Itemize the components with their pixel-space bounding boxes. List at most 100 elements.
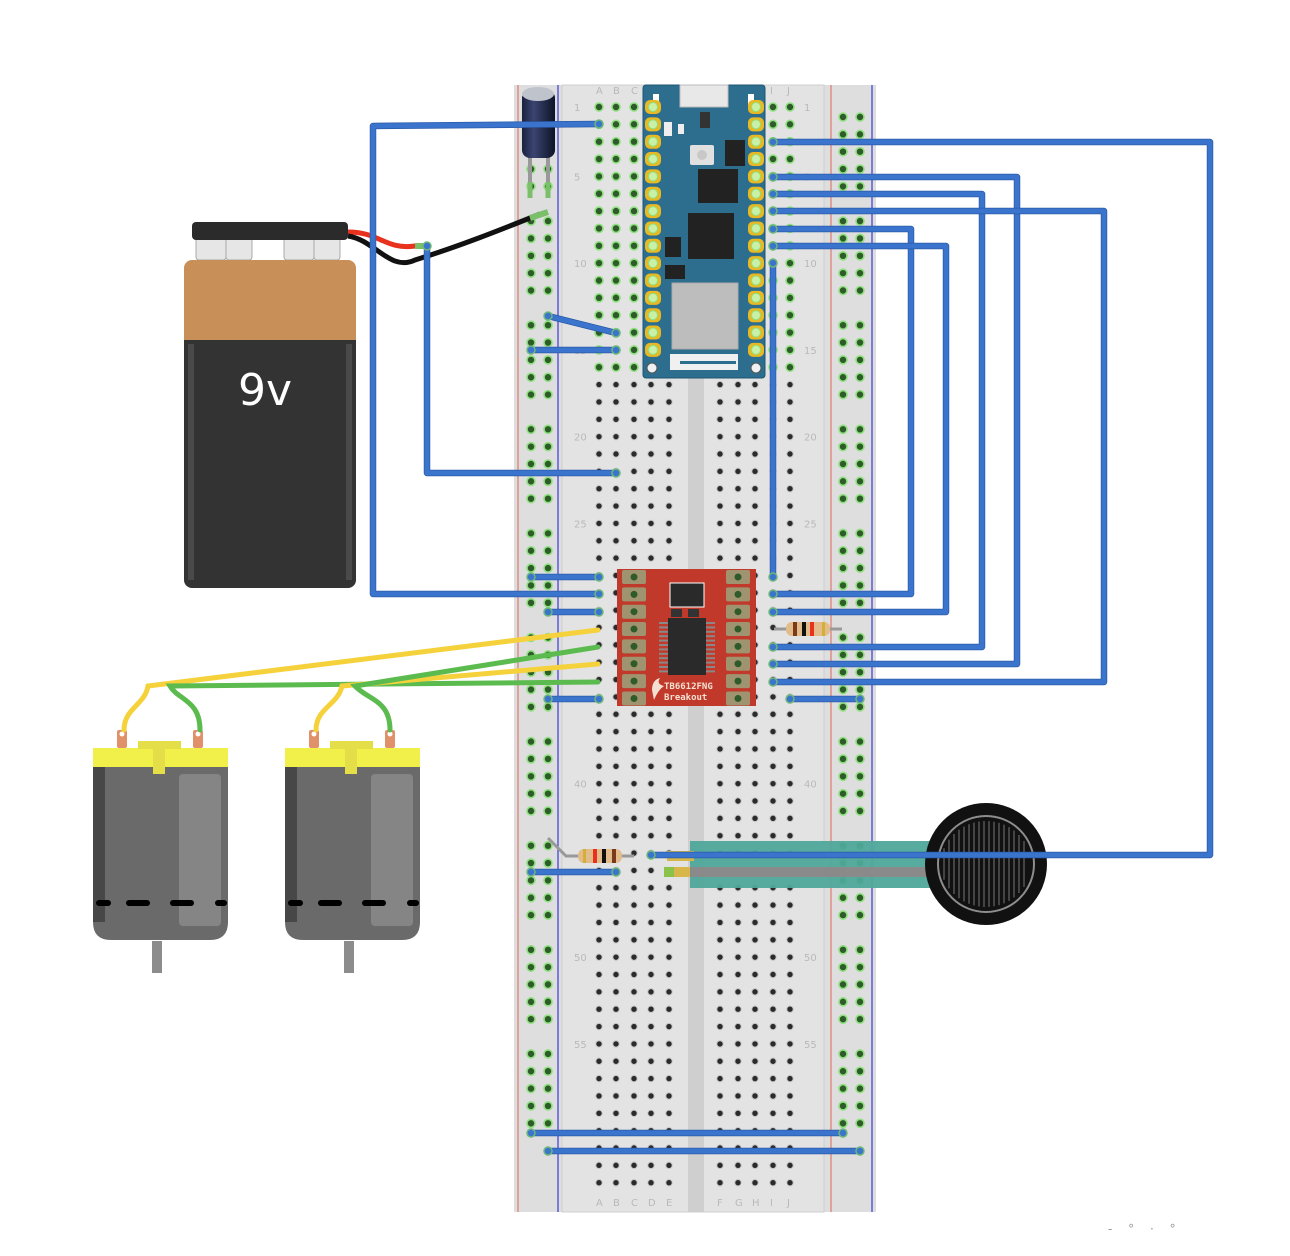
rail-hole [543,1049,553,1059]
battery-voltage-label: 9v [238,365,292,416]
breadboard-hole [785,275,795,286]
wire-pin-h-to-driver[interactable] [773,243,949,615]
breadboard-hole [716,710,724,718]
breadboard-hole [595,953,603,961]
motor-terminal [117,730,127,748]
rail-hole [838,389,848,400]
rail-hole [526,1066,536,1077]
breadboard-hole [612,1161,620,1170]
resistor-right[interactable] [774,622,842,636]
motor-terminal [385,730,395,748]
breadboard-hole [786,727,794,736]
breadboard-hole [630,415,638,423]
mount-hole [646,362,658,374]
motor1-green-wire[interactable] [165,679,601,733]
breadboard-hole [647,1179,655,1187]
rail-hole [838,1049,848,1059]
breadboard-hole [629,188,639,199]
breadboard-hole [665,1161,673,1170]
breadboard-hole [751,797,759,805]
breadboard-hole [630,1005,638,1013]
column-label: A [596,1198,603,1209]
capacitor[interactable] [522,87,555,198]
motor1-yellow-wire[interactable] [121,627,601,733]
rail-hole [526,528,536,539]
wire-pin-d-to-driver[interactable] [773,174,1020,667]
antenna-trace [680,361,736,364]
battery-9v[interactable]: 9v [184,222,356,588]
rail-hole [855,944,865,955]
breadboard-hole [769,1109,777,1118]
rail-hole [855,251,865,261]
arduino-board[interactable] [642,84,766,379]
breadboard-hole [612,1022,620,1031]
rail-hole [543,840,553,851]
breadboard-hole [629,327,639,338]
breadboard-hole [647,467,655,476]
dc-motor-2[interactable] [285,730,420,973]
breadboard-hole [734,1057,742,1065]
wire-battery-to-row21[interactable] [424,246,616,476]
breadboard-hole [611,102,621,112]
breadboard-hole [595,1109,603,1118]
rail-hole [838,459,848,469]
arduino-pin-hole [751,327,761,338]
breadboard-hole [630,467,638,476]
rail-hole [855,441,865,452]
rail-hole [855,1014,865,1025]
breadboard-hole [630,970,638,979]
arduino-pin-hole [751,292,761,303]
wire-end [611,328,621,338]
breadboard-hole [734,936,742,944]
breadboard-hole [665,1092,673,1100]
rail-hole [526,684,536,695]
row-label: 40 [804,780,817,791]
dc-motor-1[interactable] [93,730,228,973]
ic-leg [659,635,668,638]
resistor-fsr[interactable] [546,836,634,863]
wire-end [768,241,778,251]
breadboard-hole [716,467,724,476]
rail-hole [855,806,865,816]
rail-hole [526,1101,536,1111]
wire-a0-to-fsr[interactable] [651,139,1213,858]
motor-terminal [309,730,319,748]
breadboard-hole [612,797,620,805]
rail-hole [543,459,553,469]
motor2-green-wire[interactable] [349,644,601,733]
breadboard-hole [751,1109,759,1118]
breadboard-hole [786,467,794,476]
motor2-yellow-wire[interactable] [313,661,601,733]
rail-hole [526,493,536,504]
breadboard-hole [630,1161,638,1170]
wire-rail-to-board-gnd[interactable] [547,313,617,336]
breadboard-hole [786,485,794,493]
breadboard-hole [630,1022,638,1031]
rail-hole [543,320,553,331]
wire-pin-g-to-driver[interactable] [773,226,914,597]
breadboard-hole [786,832,794,840]
rail-hole [526,459,536,469]
breadboard-hole [595,1092,603,1100]
breadboard-hole [595,779,603,788]
motor-driver-tb6612fng[interactable]: TB6612FNG Breakout [617,569,756,706]
breadboard-hole [751,988,759,996]
wire-pin-f-to-driver[interactable] [773,208,1107,685]
breadboard-hole [769,727,777,736]
rail-hole [838,736,848,747]
breadboard-hole [769,953,777,961]
breadboard-hole [612,727,620,736]
rail-hole [543,1014,553,1025]
breadboard-hole [629,275,639,286]
breadboard-hole [647,537,655,545]
wire-vin-to-driver[interactable] [370,121,600,597]
wire-pin-e-to-driver[interactable] [773,191,985,650]
rail-hole [526,806,536,816]
breadboard-hole [769,745,777,753]
breadboard-hole [665,1022,673,1031]
breadboard-hole [647,988,655,996]
breadboard-hole [751,398,759,406]
breadboard-hole [612,762,620,770]
breadboard-hole [647,1074,655,1083]
breadboard-hole [630,1040,638,1048]
